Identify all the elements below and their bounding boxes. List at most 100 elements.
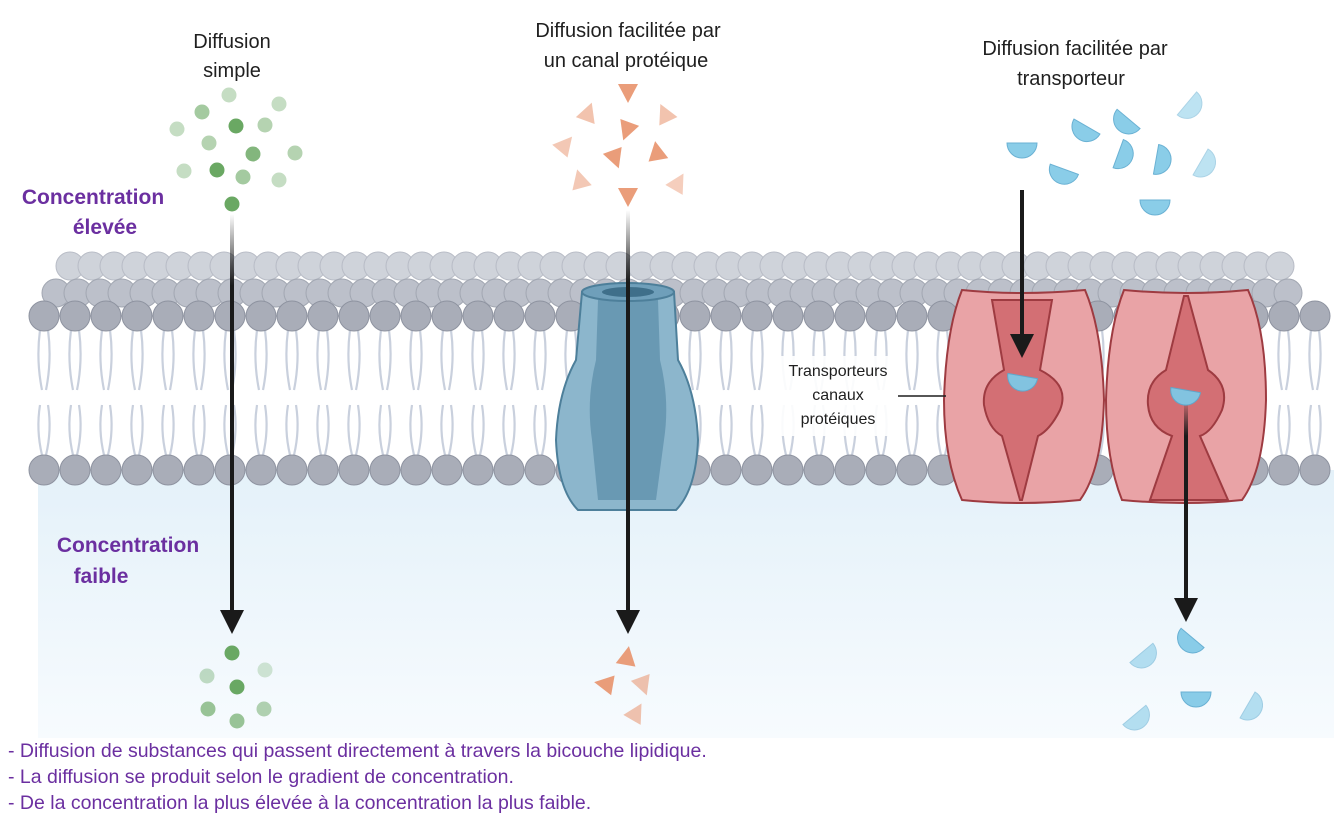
lipid-tail (905, 404, 912, 456)
lipid-tail (68, 329, 75, 391)
lipid-tail (137, 329, 144, 391)
lipid-tail (502, 404, 509, 456)
solute-circle (257, 117, 273, 133)
solute-circle (209, 162, 225, 178)
solute-circle (169, 121, 185, 137)
lipid-tail (323, 329, 330, 391)
lipid-head (152, 300, 184, 332)
lipid-tail (726, 404, 733, 456)
solute-circle (245, 146, 261, 162)
lipid-tail (905, 329, 912, 391)
solute-triangle (665, 173, 684, 195)
solute-triangle (659, 104, 678, 126)
solute-halfmoon (1177, 627, 1205, 654)
lipid-head (369, 300, 401, 332)
lipid-head (338, 300, 370, 332)
solute-circle (257, 662, 273, 678)
solute-triangle (618, 84, 638, 103)
lipid-head (400, 300, 432, 332)
solute-circle (224, 196, 240, 212)
solute-circle (271, 96, 287, 112)
lipid-tail (99, 404, 106, 456)
solute-circle (229, 679, 245, 695)
lipid-tail (347, 404, 354, 456)
lipid-head (803, 454, 835, 486)
lipid-tail (354, 329, 361, 391)
note-item: - Diffusion de substances qui passent di… (8, 740, 707, 762)
lipid-head (462, 300, 494, 332)
lipid-tail (347, 329, 354, 391)
carrier-protein-left (942, 288, 1106, 504)
lipid-head (524, 300, 556, 332)
arrow-simple-diffusion (220, 214, 244, 634)
lipid-tail (316, 404, 323, 456)
solute-halfmoon (1007, 372, 1039, 392)
title-channel-diffusion: Diffusion facilitée par (535, 20, 721, 42)
lipid-tail (719, 404, 726, 456)
lipid-head (307, 300, 339, 332)
lipid-tail (936, 329, 943, 391)
lipid-tail (254, 329, 261, 391)
solute-circle (229, 713, 245, 729)
lipid-head (28, 454, 60, 486)
lipid-tail (75, 404, 82, 456)
lipid-head (59, 454, 91, 486)
lipid-tail (378, 404, 385, 456)
lipid-tail (936, 404, 943, 456)
title-channel-diffusion-line2: un canal protéique (544, 50, 709, 72)
solute-triangle (618, 188, 638, 207)
lipid-head (896, 300, 928, 332)
title-simple-diffusion-line2: simple (203, 60, 261, 82)
lipid-head (1268, 454, 1300, 486)
lipid-tail (409, 404, 416, 456)
lipid-head (1299, 454, 1331, 486)
solute-triangle (623, 703, 642, 725)
lipid-tail (223, 404, 230, 456)
lipid-tail (168, 329, 175, 391)
lipid-head (896, 454, 928, 486)
title-carrier-diffusion-line2: transporteur (1017, 68, 1125, 90)
lipid-tail (44, 404, 51, 456)
lipid-tail (478, 404, 485, 456)
solute-circle (194, 104, 210, 120)
lipid-tail (688, 329, 695, 391)
lipid-tail (261, 329, 268, 391)
lipid-tail (533, 404, 540, 456)
lipid-tail (750, 329, 757, 391)
lipid-head (245, 300, 277, 332)
lipid-tail (912, 329, 919, 391)
solute-halfmoon (1006, 142, 1038, 159)
lipid-head (183, 454, 215, 486)
lipid-tail (254, 404, 261, 456)
lipid-tail (533, 329, 540, 391)
lipid-tail (199, 404, 206, 456)
lipid-tail (447, 404, 454, 456)
callout-label-line2: canaux (812, 387, 864, 404)
solute-circle (201, 135, 217, 151)
solute-circle (200, 701, 216, 717)
lipid-tail (1284, 404, 1291, 456)
lipid-head (493, 454, 525, 486)
solute-molecules (169, 84, 1264, 731)
lipid-tail (378, 329, 385, 391)
solute-halfmoon (1113, 108, 1141, 135)
lipid-tail (440, 329, 447, 391)
lipid-tail (509, 329, 516, 391)
lipid-tail (199, 329, 206, 391)
solute-triangle (594, 675, 615, 696)
solute-halfmoon (1176, 91, 1203, 119)
lipid-tail (1277, 329, 1284, 391)
lipid-tail (1315, 404, 1322, 456)
lipid-head (152, 454, 184, 486)
lipid-head (400, 454, 432, 486)
lipid-head (710, 300, 742, 332)
lipid-tail (192, 404, 199, 456)
note-item: - La diffusion se produit selon le gradi… (8, 766, 514, 788)
lipid-tail (44, 329, 51, 391)
lipid-head (493, 300, 525, 332)
notes-list: - Diffusion de substances qui passent di… (8, 738, 1328, 816)
solute-triangle (620, 119, 640, 141)
lipid-tail (502, 329, 509, 391)
solute-triangle (572, 169, 592, 191)
